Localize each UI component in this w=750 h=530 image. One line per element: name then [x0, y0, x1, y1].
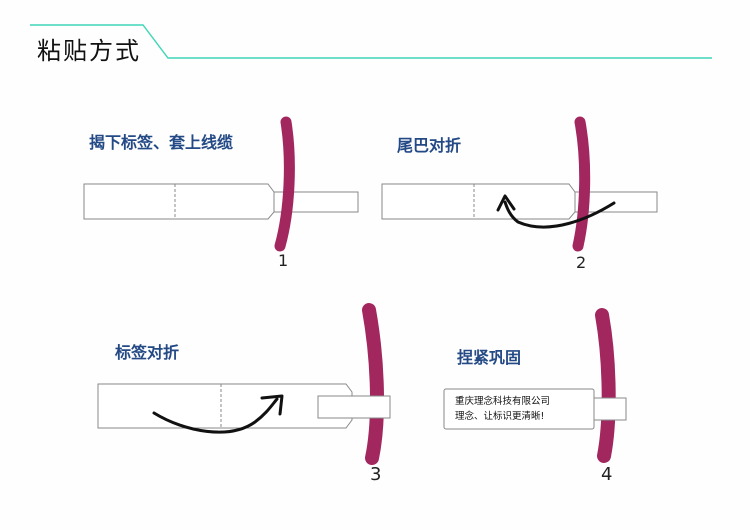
label-print-line-2: 理念、让标识更清晰! — [455, 411, 545, 422]
page-title: 粘贴方式 — [37, 37, 141, 65]
label-tail — [593, 397, 627, 421]
label-print-line-1: 重庆理念科技有限公司 — [455, 396, 551, 407]
label-tail — [317, 395, 391, 419]
cable — [362, 303, 384, 465]
label-body — [97, 383, 353, 429]
fold-arrow-head — [260, 394, 284, 416]
step-3-number: 3 — [370, 464, 382, 485]
step-4-illustration — [443, 308, 627, 463]
step-2-illustration — [381, 116, 658, 252]
cable — [274, 116, 295, 252]
fold-arrow-head — [496, 194, 516, 212]
folded-label — [443, 388, 595, 430]
step-1-illustration — [83, 116, 359, 252]
fold-arrow — [503, 200, 616, 229]
step-3-illustration — [97, 303, 391, 465]
step-2-title: 尾巴对折 — [397, 136, 462, 155]
cable — [572, 116, 591, 252]
step-1-number: 1 — [278, 251, 289, 270]
step-1-title: 揭下标签、套上线缆 — [89, 133, 234, 152]
label-body — [83, 183, 275, 220]
step-2-number: 2 — [576, 253, 587, 272]
fold-arrow — [152, 397, 279, 434]
step-4-title: 捏紧巩固 — [457, 348, 522, 367]
cable — [595, 308, 616, 463]
step-4-number: 4 — [601, 464, 613, 485]
label-body — [381, 183, 576, 220]
header-accent-line — [30, 24, 712, 59]
step-3-title: 标签对折 — [115, 343, 180, 362]
